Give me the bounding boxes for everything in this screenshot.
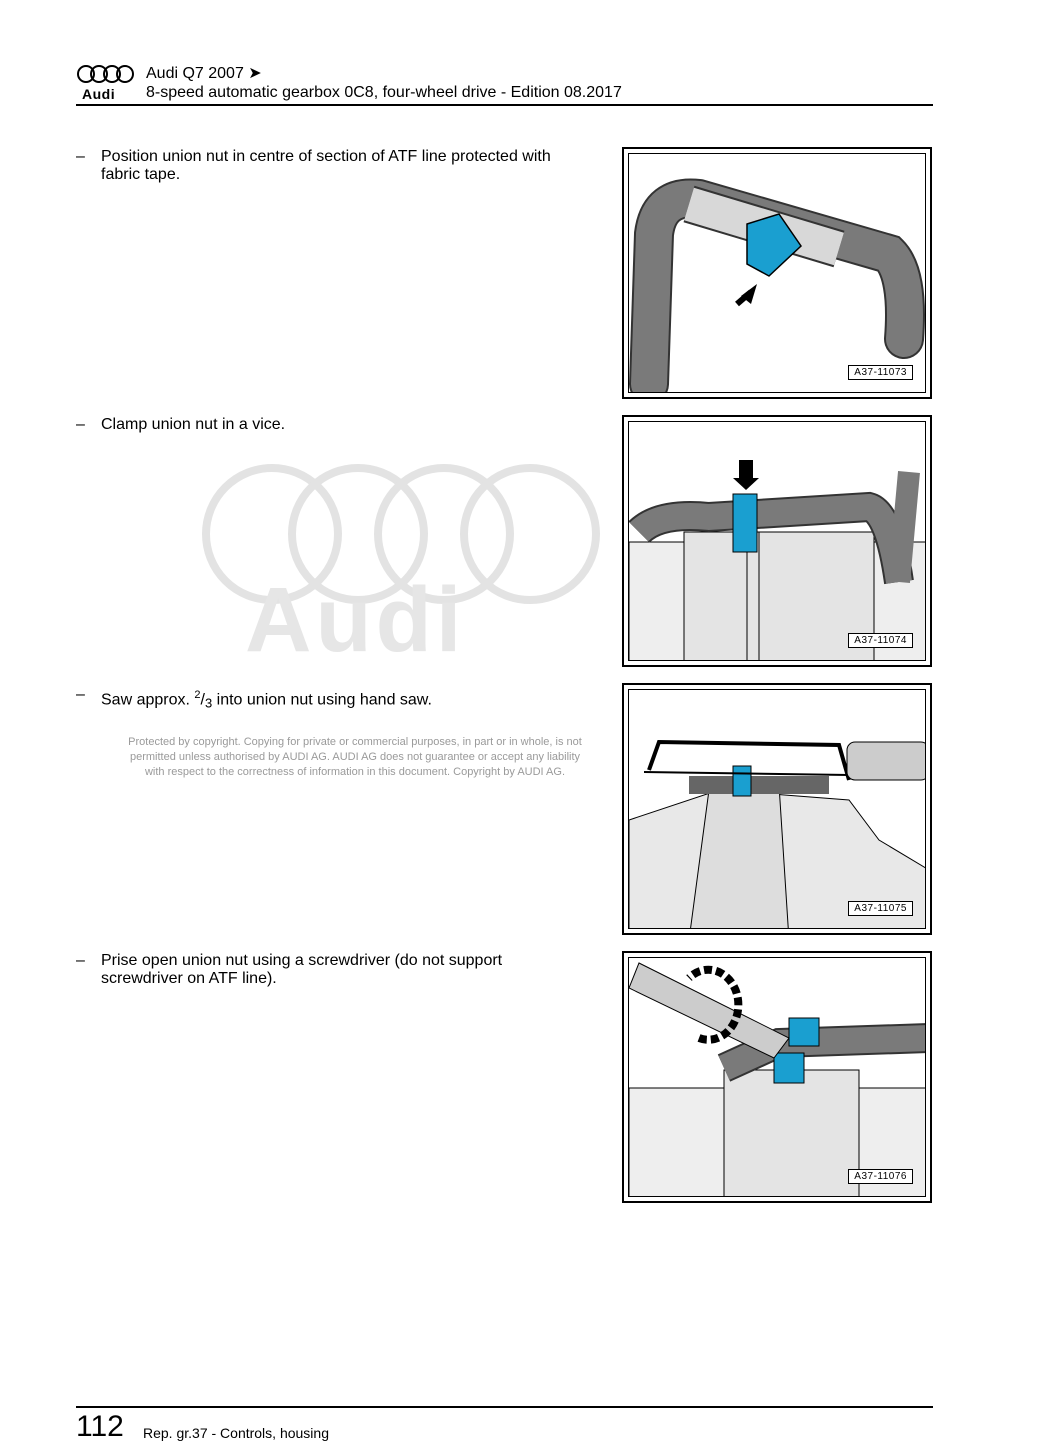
audi-brand-text: Audi	[82, 86, 116, 102]
figure-code: A37-11074	[848, 633, 913, 648]
figure-nut-in-vice: A37-11074	[622, 415, 932, 667]
step-text: Saw approx. 2/3 into union nut using han…	[101, 689, 432, 711]
bullet: –	[76, 148, 85, 165]
illustration-screwdriver	[629, 962, 925, 1196]
footer-rule	[76, 1406, 933, 1408]
illustration-hand-saw	[629, 739, 925, 928]
copyright-line: with respect to the correctness of infor…	[144, 766, 566, 778]
step-text: Position union nut in centre of section …	[101, 148, 551, 183]
figure-code: A37-11073	[848, 365, 913, 380]
header-rule	[76, 104, 933, 106]
figure-code: A37-11075	[848, 901, 913, 916]
bullet: –	[76, 686, 85, 703]
copyright-notice: Protected by copyright. Copying for priv…	[100, 735, 610, 780]
step-clamp-nut: – Clamp union nut in a vice.	[76, 416, 586, 434]
page-number: 112	[76, 1410, 124, 1443]
step-text: Clamp union nut in a vice.	[101, 416, 286, 433]
document-title-subject: 8-speed automatic gearbox 0C8, four-whee…	[146, 84, 622, 101]
watermark-rings	[202, 464, 600, 604]
step-prise-nut: – Prise open union nut using a screwdriv…	[76, 952, 586, 988]
copyright-line: permitted unless authorised by AUDI AG. …	[129, 751, 581, 763]
copyright-line: Protected by copyright. Copying for priv…	[128, 736, 582, 748]
watermark-word: Audi	[245, 569, 466, 671]
figure-prise-nut: A37-11076	[622, 951, 932, 1203]
audi-rings-logo	[77, 65, 134, 83]
bullet: –	[76, 416, 85, 433]
illustration-vice	[629, 460, 925, 660]
step-position-nut: – Position union nut in centre of sectio…	[76, 148, 586, 184]
step-saw-nut: – Saw approx. 2/3 into union nut using h…	[76, 686, 586, 712]
document-title-model: Audi Q7 2007 ➤	[146, 65, 262, 82]
figure-nut-on-line: A37-11073	[622, 147, 932, 399]
illustration-atf-line	[629, 178, 925, 392]
figure-code: A37-11076	[848, 1169, 913, 1184]
step-text: Prise open union nut using a screwdriver…	[101, 952, 503, 987]
figure-saw-nut: A37-11075	[622, 683, 932, 935]
bullet: –	[76, 952, 85, 969]
footer-section: Rep. gr.37 - Controls, housing	[143, 1425, 329, 1441]
